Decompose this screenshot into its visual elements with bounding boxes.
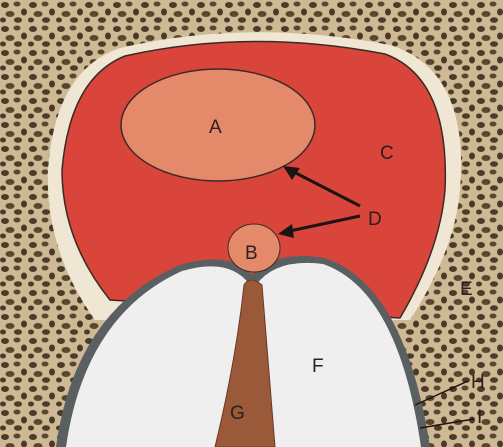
label-b: B — [245, 243, 258, 264]
label-c: C — [380, 143, 394, 164]
label-e: E — [460, 279, 473, 300]
label-h: H — [471, 372, 485, 393]
label-i: I — [477, 407, 482, 428]
label-g: G — [230, 403, 245, 424]
label-f: F — [312, 356, 324, 377]
label-d: D — [368, 209, 382, 230]
label-a: A — [209, 117, 222, 138]
